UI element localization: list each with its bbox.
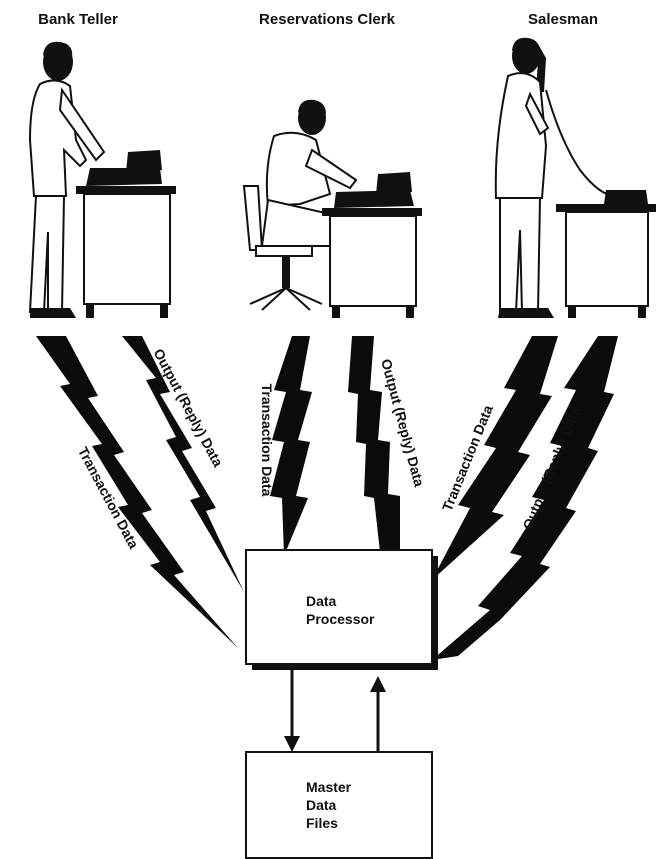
master-data-files-box: Master Data Files [245, 751, 433, 859]
salesman-output-link [432, 336, 618, 660]
master-files-label-line1: Master [306, 779, 352, 795]
bank-teller-transaction-link [36, 336, 238, 648]
salesman-transaction-link [432, 336, 558, 580]
data-processor-box: Data Processor [245, 549, 438, 670]
salesman-figure [494, 37, 656, 318]
master-files-label-line2: Data [306, 797, 337, 813]
clerk-output-link [348, 336, 400, 552]
role-title-reservations-clerk: Reservations Clerk [259, 11, 396, 28]
bank-teller-output-link [122, 336, 244, 592]
bank-teller-figure [28, 41, 176, 318]
reservations-clerk-figure [242, 99, 422, 318]
master-files-label-line3: Files [306, 815, 338, 831]
arrow-to-data-processor [370, 676, 386, 752]
data-processor-label-line1: Data [306, 593, 337, 609]
clerk-transaction-link [270, 336, 312, 556]
arrow-to-master-files [284, 664, 300, 752]
data-processor-label-line2: Processor [306, 611, 375, 627]
role-title-bank-teller: Bank Teller [38, 11, 118, 28]
clerk-transaction-label: Transaction Data [259, 384, 275, 497]
role-title-salesman: Salesman [528, 11, 598, 28]
